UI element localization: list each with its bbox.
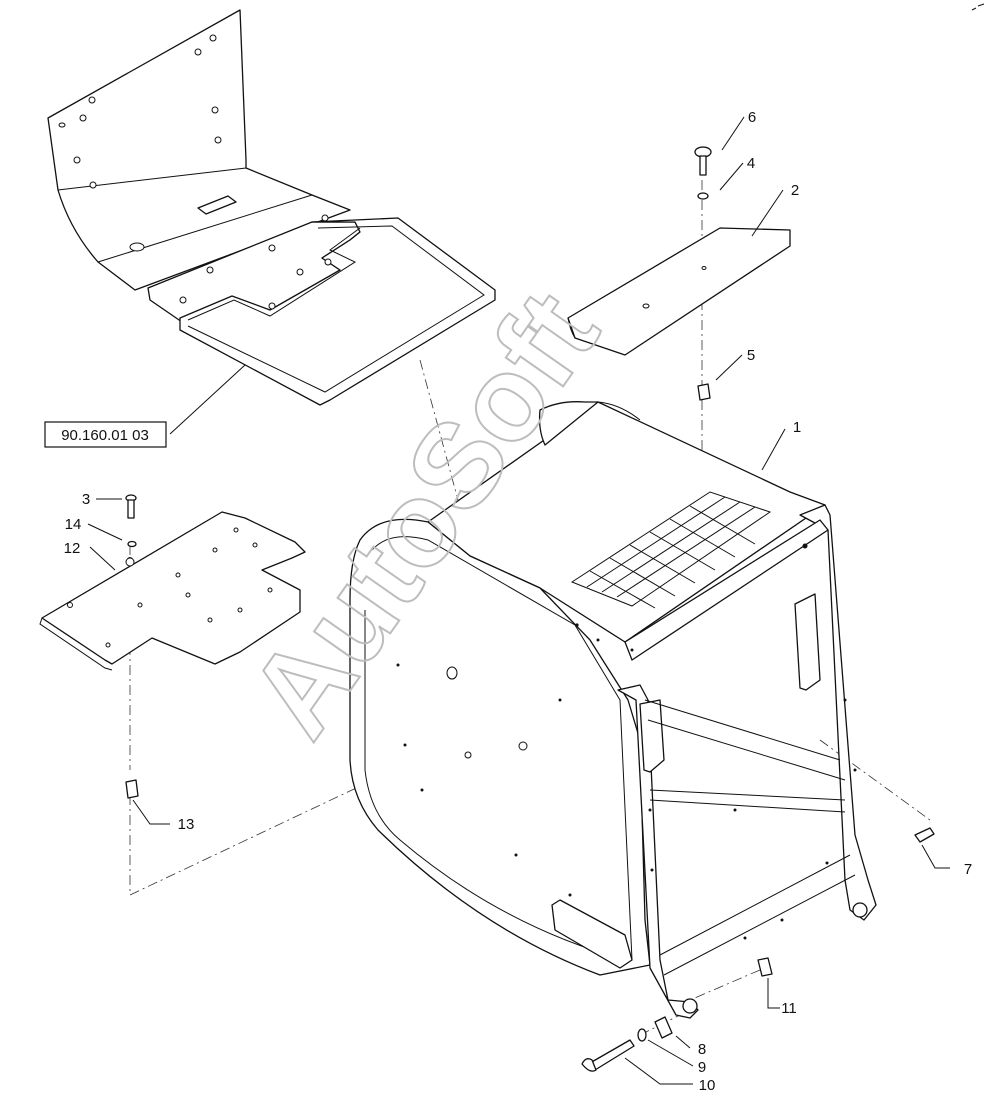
reference-label-box[interactable]: 90.160.01 03 <box>44 421 167 448</box>
callout-11: 11 <box>781 1000 797 1017</box>
bolt-3 <box>125 494 137 519</box>
floor-plate-holes <box>58 34 237 252</box>
callout-12: 12 <box>64 540 81 557</box>
bushing-8 <box>654 1016 673 1039</box>
cab-frame-1 <box>349 401 877 1019</box>
nut-5 <box>697 383 711 401</box>
washer-4 <box>697 192 709 200</box>
plate-12-holes <box>67 527 273 648</box>
bolt-10 <box>589 1039 635 1071</box>
floor-plate-assembly <box>47 9 496 406</box>
callout-8: 8 <box>698 1041 706 1058</box>
callout-13: 13 <box>178 816 195 833</box>
bolt-7 <box>914 827 935 843</box>
callout-9: 9 <box>698 1059 706 1076</box>
plate-12 <box>39 511 306 671</box>
callout-3: 3 <box>82 491 90 508</box>
cab-frame-holes <box>396 543 857 940</box>
bolt-6 <box>694 146 712 176</box>
hardware <box>125 146 935 1072</box>
callout-14: 14 <box>65 516 82 533</box>
cover-plate-2 <box>567 227 791 356</box>
nut-13 <box>125 779 139 799</box>
callout-6: 6 <box>748 109 756 126</box>
callout-4: 4 <box>747 155 755 172</box>
callout-7: 7 <box>964 861 972 878</box>
callout-5: 5 <box>747 347 755 364</box>
callout-10: 10 <box>699 1077 716 1094</box>
corner-mark <box>971 3 985 11</box>
callout-2: 2 <box>791 182 799 199</box>
leader-lines <box>87 116 950 1085</box>
roof-grille <box>570 491 772 609</box>
reference-label: 90.160.01 03 <box>61 427 149 444</box>
washer-14 <box>127 540 137 548</box>
washer-9 <box>637 1028 647 1042</box>
callout-1: 1 <box>793 419 801 436</box>
nut-11 <box>757 957 773 977</box>
callouts: 1 2 3 4 5 6 7 8 9 10 11 12 13 14 <box>64 109 973 1094</box>
